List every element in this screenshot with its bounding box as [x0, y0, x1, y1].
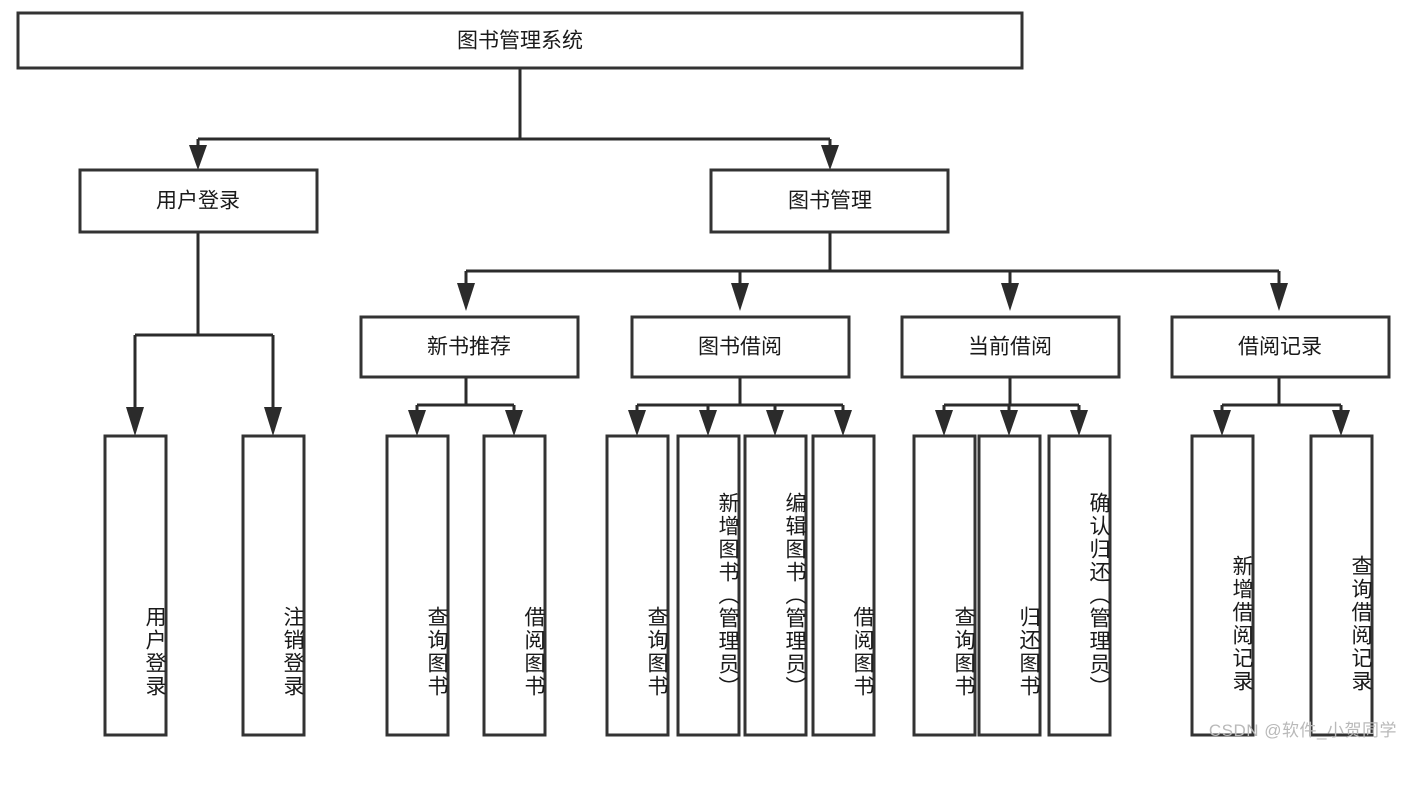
node-user-login-box[interactable]	[78, 168, 319, 234]
arrow-ul-to-leaf-1-icon	[264, 407, 282, 436]
arrow-rc-to-leaf-0-icon	[1213, 410, 1231, 436]
arrow-bm-to-record-icon	[1270, 283, 1288, 311]
arrow-bw-to-leaf-1-icon	[699, 410, 717, 436]
arrow-bw-to-leaf-0-icon	[628, 410, 646, 436]
connector-group-borrow-to-leaves	[628, 377, 852, 436]
leaf-box-current-borrow-2[interactable]	[1047, 434, 1112, 737]
csdn-watermark: CSDN @软件_小贺同学	[1208, 721, 1397, 740]
node-book-management-box[interactable]	[709, 168, 950, 234]
arrow-cb-to-leaf-2-icon	[1070, 410, 1088, 436]
node-book-borrow-label: 图书借阅	[698, 336, 782, 359]
node-root-label: 图书管理系统	[457, 30, 583, 53]
leaf-box-borrow-record-0[interactable]	[1190, 434, 1255, 737]
arrow-rc-to-leaf-1-icon	[1332, 410, 1350, 436]
node-user-login-label: 用户登录	[156, 190, 240, 213]
connector-group-root-to-level2	[189, 68, 839, 170]
leaf-box-user-login-0[interactable]	[103, 434, 168, 737]
connector-group-user-login-to-leaves	[126, 232, 282, 436]
leaf-box-book-borrow-2[interactable]	[743, 434, 808, 737]
arrow-bw-to-leaf-2-icon	[766, 410, 784, 436]
leaf-box-new-book-0[interactable]	[385, 434, 450, 737]
arrow-root-to-user-login-icon	[189, 145, 207, 170]
node-book-borrow-box[interactable]	[630, 315, 851, 379]
connector-group-new-book-to-leaves	[408, 377, 523, 436]
connector-group-record-to-leaves	[1213, 377, 1350, 436]
leaf-box-book-borrow-1[interactable]	[676, 434, 741, 737]
leaf-box-new-book-1[interactable]	[482, 434, 547, 737]
leaf-box-borrow-record-1[interactable]	[1309, 434, 1374, 737]
node-borrow-record-label: 借阅记录	[1238, 336, 1322, 359]
leaf-box-book-borrow-0[interactable]	[605, 434, 670, 737]
arrow-bw-to-leaf-3-icon	[834, 410, 852, 436]
leaf-box-current-borrow-0[interactable]	[912, 434, 977, 737]
leaf-box-current-borrow-1[interactable]	[977, 434, 1042, 737]
leaf-box-book-borrow-3[interactable]	[811, 434, 876, 737]
arrow-cb-to-leaf-0-icon	[935, 410, 953, 436]
arrow-cb-to-leaf-1-icon	[1000, 410, 1018, 436]
node-new-book-recommend-box[interactable]	[359, 315, 580, 379]
arrow-bm-to-new-book-icon	[457, 283, 475, 311]
connector-group-book-mgmt-to-level3	[457, 232, 1288, 311]
arrow-nb-to-leaf-0-icon	[408, 410, 426, 436]
arrow-root-to-book-mgmt-icon	[821, 145, 839, 170]
node-root-box[interactable]	[16, 11, 1024, 70]
node-current-borrow-label: 当前借阅	[968, 336, 1052, 359]
arrow-ul-to-leaf-0-icon	[126, 407, 144, 436]
node-book-management-label: 图书管理	[788, 190, 872, 213]
connector-group-current-to-leaves	[935, 377, 1088, 436]
node-current-borrow-box[interactable]	[900, 315, 1121, 379]
arrow-bm-to-borrow-icon	[731, 283, 749, 311]
arrow-bm-to-current-icon	[1001, 283, 1019, 311]
tree-diagram-svg: 图书管理系统 用户登录 图书管理 新书推荐 图书借阅 当前借阅 借阅记录	[16, 11, 1391, 737]
arrow-nb-to-leaf-1-icon	[505, 410, 523, 436]
node-new-book-recommend-label: 新书推荐	[427, 336, 511, 359]
diagram-canvas: 图书管理系统 用户登录 图书管理 新书推荐 图书借阅 当前借阅 借阅记录	[16, 11, 1397, 740]
leaf-box-user-login-1[interactable]	[241, 434, 306, 737]
node-borrow-record-box[interactable]	[1170, 315, 1391, 379]
